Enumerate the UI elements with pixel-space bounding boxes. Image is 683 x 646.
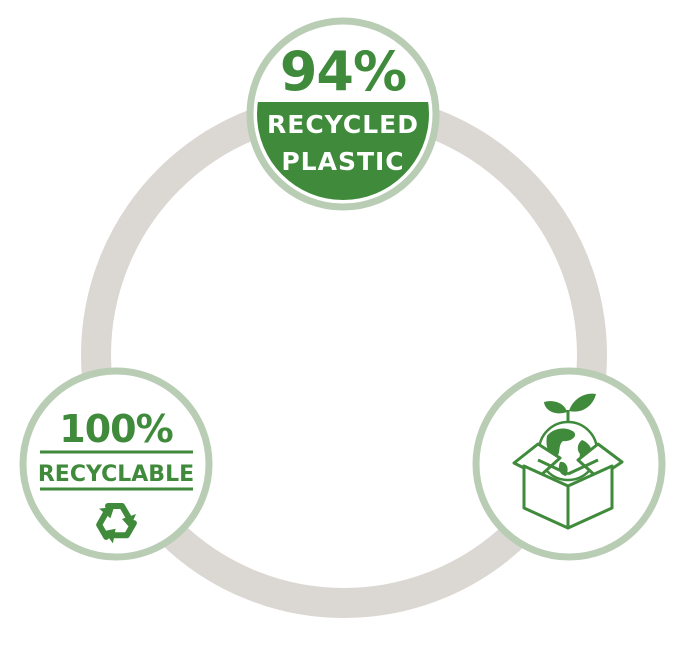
box-rim-right bbox=[567, 458, 599, 476]
badge-recycled-plastic: 94% RECYCLED PLASTIC bbox=[246, 17, 440, 211]
recycled-label: RECYCLED bbox=[267, 110, 419, 139]
badge-outer-ring bbox=[19, 367, 213, 561]
recycle-icon bbox=[96, 503, 137, 544]
recyclable-label: RECYCLABLE bbox=[38, 462, 194, 487]
box-rim-left bbox=[537, 458, 569, 476]
leaf-right-icon bbox=[569, 393, 596, 412]
badge-eco-packaging bbox=[472, 367, 666, 561]
globe-in-box-icon bbox=[512, 393, 624, 530]
percent-94: 94% bbox=[280, 40, 406, 103]
plastic-label: PLASTIC bbox=[281, 147, 404, 176]
badge-recyclable: 100% RECYCLABLE bbox=[19, 367, 213, 561]
box-front-right bbox=[566, 464, 614, 530]
continent-shape bbox=[546, 428, 576, 458]
leaf-left-icon bbox=[544, 401, 567, 414]
percent-100: 100% bbox=[59, 407, 172, 451]
